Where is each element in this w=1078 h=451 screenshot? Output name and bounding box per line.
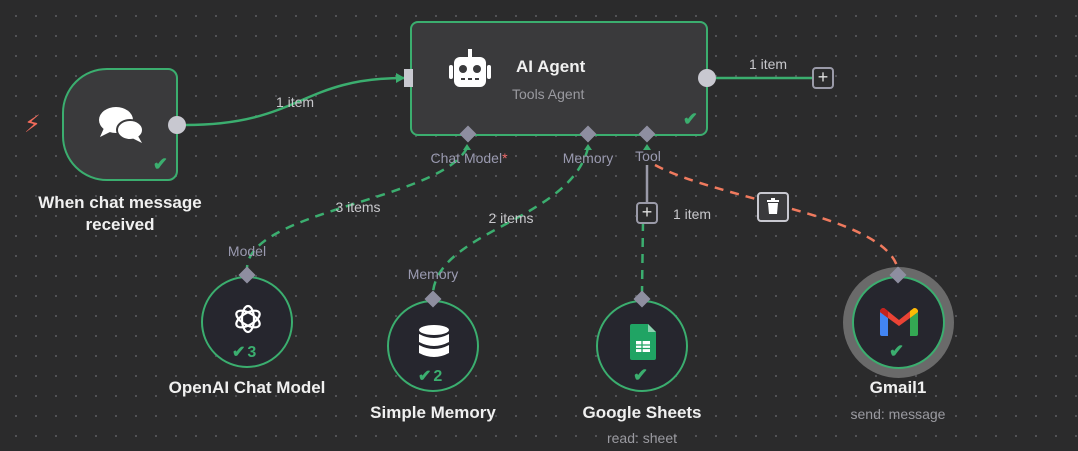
ai-agent-node[interactable]: AI Agent Tools Agent ✔: [410, 21, 708, 136]
add-tool-button[interactable]: +: [636, 202, 658, 224]
trigger-title: When chat message received: [38, 193, 202, 234]
add-node-button[interactable]: +: [812, 67, 834, 89]
memory-title: Simple Memory: [370, 403, 496, 422]
agent-input-handle[interactable]: [404, 69, 413, 87]
edge-openai: [245, 147, 469, 269]
gmail-icon: [880, 308, 918, 341]
edge-label-memory: 2 items: [488, 210, 534, 226]
sheets-title: Google Sheets: [582, 403, 702, 422]
port-label-tool: Tool: [635, 148, 661, 164]
gmail-node[interactable]: ✔: [852, 276, 945, 369]
port-label-memory: Memory: [562, 150, 614, 166]
success-check-icon: ✔: [682, 109, 698, 129]
edge-sheets: [640, 221, 645, 293]
sheets-subtitle: read: sheet: [606, 430, 678, 446]
openai-port-label: Model: [227, 243, 267, 259]
edge-label-agent-out: 1 item: [748, 56, 788, 72]
edge-label-openai: 3 items: [335, 199, 381, 215]
success-check-icon: ✔: [152, 154, 168, 174]
edge-arrow: [396, 73, 405, 83]
openai-chat-model-node[interactable]: ✔3: [201, 276, 293, 368]
simple-memory-node[interactable]: ✔2: [387, 300, 479, 392]
delete-connection-button[interactable]: [757, 192, 789, 222]
robot-icon: [446, 45, 494, 98]
openai-icon: [229, 300, 267, 343]
trigger-icon: ⚡︎: [24, 111, 41, 138]
database-icon: [417, 324, 451, 365]
edge-gmail: [654, 163, 899, 267]
google-sheets-node[interactable]: ✔: [596, 300, 688, 392]
gmail-title: Gmail1: [869, 378, 927, 397]
trash-icon: [767, 198, 779, 214]
edge-label-trigger-agent: 1 item: [275, 94, 315, 110]
openai-title: OpenAI Chat Model: [168, 378, 326, 397]
success-check-icon: ✔3: [232, 344, 257, 361]
chat-bubbles-icon: [96, 104, 146, 149]
gmail-subtitle: send: message: [850, 406, 946, 422]
trigger-output-handle[interactable]: [168, 116, 186, 134]
google-sheets-icon: [630, 324, 656, 365]
edge-memory: [431, 147, 590, 293]
success-check-icon: ✔: [889, 341, 905, 361]
edge-label-sheets: 1 item: [672, 206, 712, 222]
port-label-chat-model: Chat Model*: [430, 150, 508, 166]
agent-title: AI Agent: [516, 57, 586, 76]
trigger-node[interactable]: ✔: [62, 68, 178, 181]
memory-port-label: Memory: [407, 266, 459, 282]
success-check-icon: ✔: [633, 365, 649, 385]
agent-subtitle: Tools Agent: [512, 86, 585, 102]
agent-output-handle[interactable]: [698, 69, 716, 87]
edge-trigger-agent: [184, 76, 405, 127]
success-check-icon: ✔2: [418, 368, 443, 385]
